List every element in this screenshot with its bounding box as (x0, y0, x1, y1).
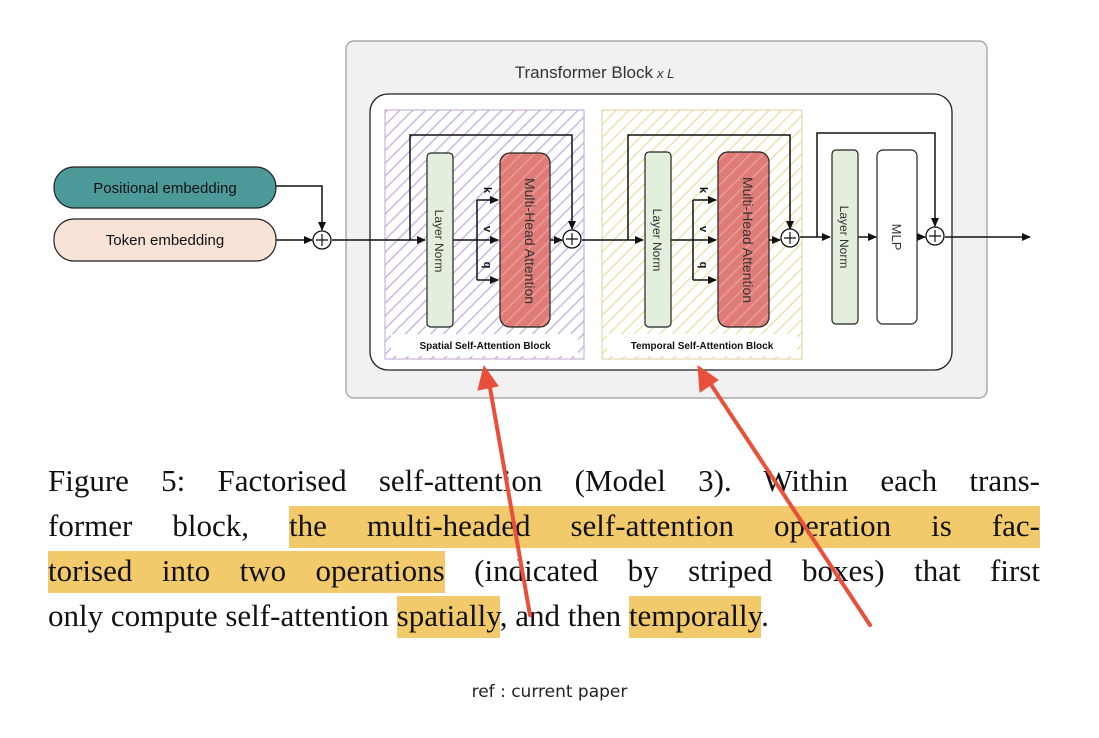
temporal-layer-norm (644, 151, 672, 328)
caption-line-3: torised into two operations (indicated b… (48, 548, 1040, 593)
caption-highlight: torised into two operations (48, 551, 445, 593)
temporal-title-bg (607, 334, 797, 356)
mlp-layer-norm-label: Layer Norm (837, 206, 851, 269)
temporal-q-label: q (697, 262, 709, 269)
reference-note: ref : current paper (471, 682, 628, 702)
mlp-label: MLP (889, 224, 904, 251)
caption-text: only compute self-attention (48, 598, 397, 633)
figure-caption: Figure 5: Factorised self-attention (Mod… (48, 458, 1041, 638)
caption-text: . (761, 598, 769, 633)
spatial-layer-norm-label: Layer Norm (432, 210, 446, 273)
caption-line-4: only compute self-attention spatially, a… (48, 593, 1040, 638)
temporal-layer-norm-label: Layer Norm (650, 209, 664, 272)
caption-line-1: Figure 5: Factorised self-attention (Mod… (48, 463, 1040, 498)
caption-text: former block, (48, 508, 290, 543)
add-node-4 (925, 226, 945, 246)
add-node-2 (562, 229, 582, 249)
spatial-attention-label: Multi-Head Attention (522, 178, 538, 304)
mlp-box (876, 149, 918, 325)
add-node-3 (780, 228, 800, 248)
spatial-q-label: q (481, 262, 493, 269)
positional-embedding-label: Positional embedding (93, 180, 236, 197)
positional-embedding (53, 166, 277, 209)
spatial-title-bg (391, 334, 578, 356)
transformer-block-multiplier: x L (656, 66, 674, 81)
transformer-block-title: Transformer Block (515, 63, 654, 82)
mlp-layer-norm (831, 149, 859, 325)
caption-highlight-spatially: spatially (396, 596, 500, 638)
caption-highlight-temporally: temporally (628, 596, 762, 638)
token-embedding-label: Token embedding (106, 232, 224, 249)
temporal-attention-title: Temporal Self-Attention Block (631, 341, 774, 352)
spatial-attention-block (384, 109, 585, 360)
caption-line-2: former block, the multi-headed self-atte… (48, 503, 1041, 548)
spatial-k-label: k (481, 187, 493, 194)
temporal-attention-label: Multi-Head Attention (740, 177, 756, 303)
caption-highlight: the multi-headed self-attention operatio… (289, 506, 1041, 548)
spatial-v-label: v (481, 226, 493, 233)
caption-text: (indicated by striped boxes) that first (444, 553, 1040, 588)
spatial-multi-head-attention (499, 152, 551, 328)
temporal-attention-block (601, 109, 803, 360)
transformer-diagram: Transformer Block x L Spatial Self-Atten… (53, 40, 1031, 399)
spatial-layer-norm (426, 152, 454, 328)
spatial-attention-title: Spatial Self-Attention Block (419, 341, 551, 352)
temporal-v-label: v (697, 226, 709, 233)
temporal-multi-head-attention (717, 151, 770, 328)
caption-text: , and then (499, 598, 629, 633)
temporal-k-label: k (697, 187, 709, 194)
add-node-1 (312, 230, 332, 250)
